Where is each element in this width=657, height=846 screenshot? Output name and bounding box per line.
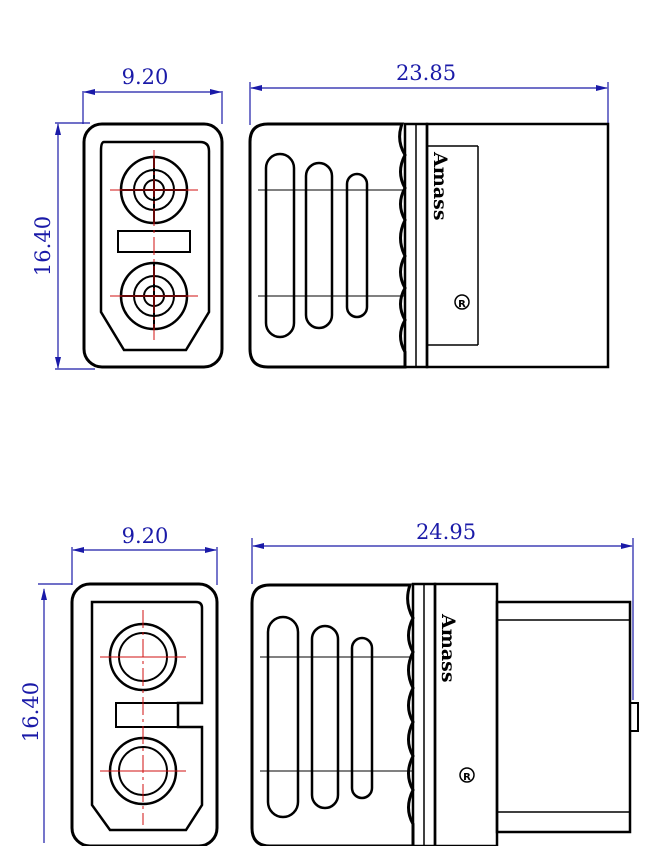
bottom-length-dimension: 24.95: [251, 520, 634, 700]
top-connector-set: 9.20 16.40: [31, 61, 610, 370]
top-height-dimension: 16.40: [31, 122, 95, 370]
top-width-label: 9.20: [122, 65, 169, 89]
top-height-label: 16.40: [31, 216, 55, 276]
bottom-width-label: 9.20: [122, 524, 169, 548]
top-side-view: Amass R: [248, 122, 610, 369]
bottom-trademark-symbol: R: [463, 772, 471, 783]
bottom-width-dimension: 9.20: [71, 524, 218, 585]
bottom-brand-logo: Amass: [437, 613, 459, 683]
bottom-height-label: 16.40: [19, 682, 43, 742]
bottom-front-face: [70, 582, 219, 846]
top-width-dimension: 9.20: [82, 65, 223, 124]
top-front-face: [82, 122, 224, 369]
bottom-side-view: Amass R: [250, 582, 639, 846]
top-trademark-symbol: R: [458, 299, 466, 310]
top-length-dimension: 23.85: [249, 61, 609, 127]
bottom-height-dimension: 16.40: [19, 583, 72, 843]
bottom-length-label: 24.95: [416, 520, 476, 544]
top-length-label: 23.85: [396, 61, 456, 85]
top-brand-logo: Amass: [429, 151, 451, 221]
bottom-connector-set: 9.20 16.40 24.95: [19, 520, 639, 846]
